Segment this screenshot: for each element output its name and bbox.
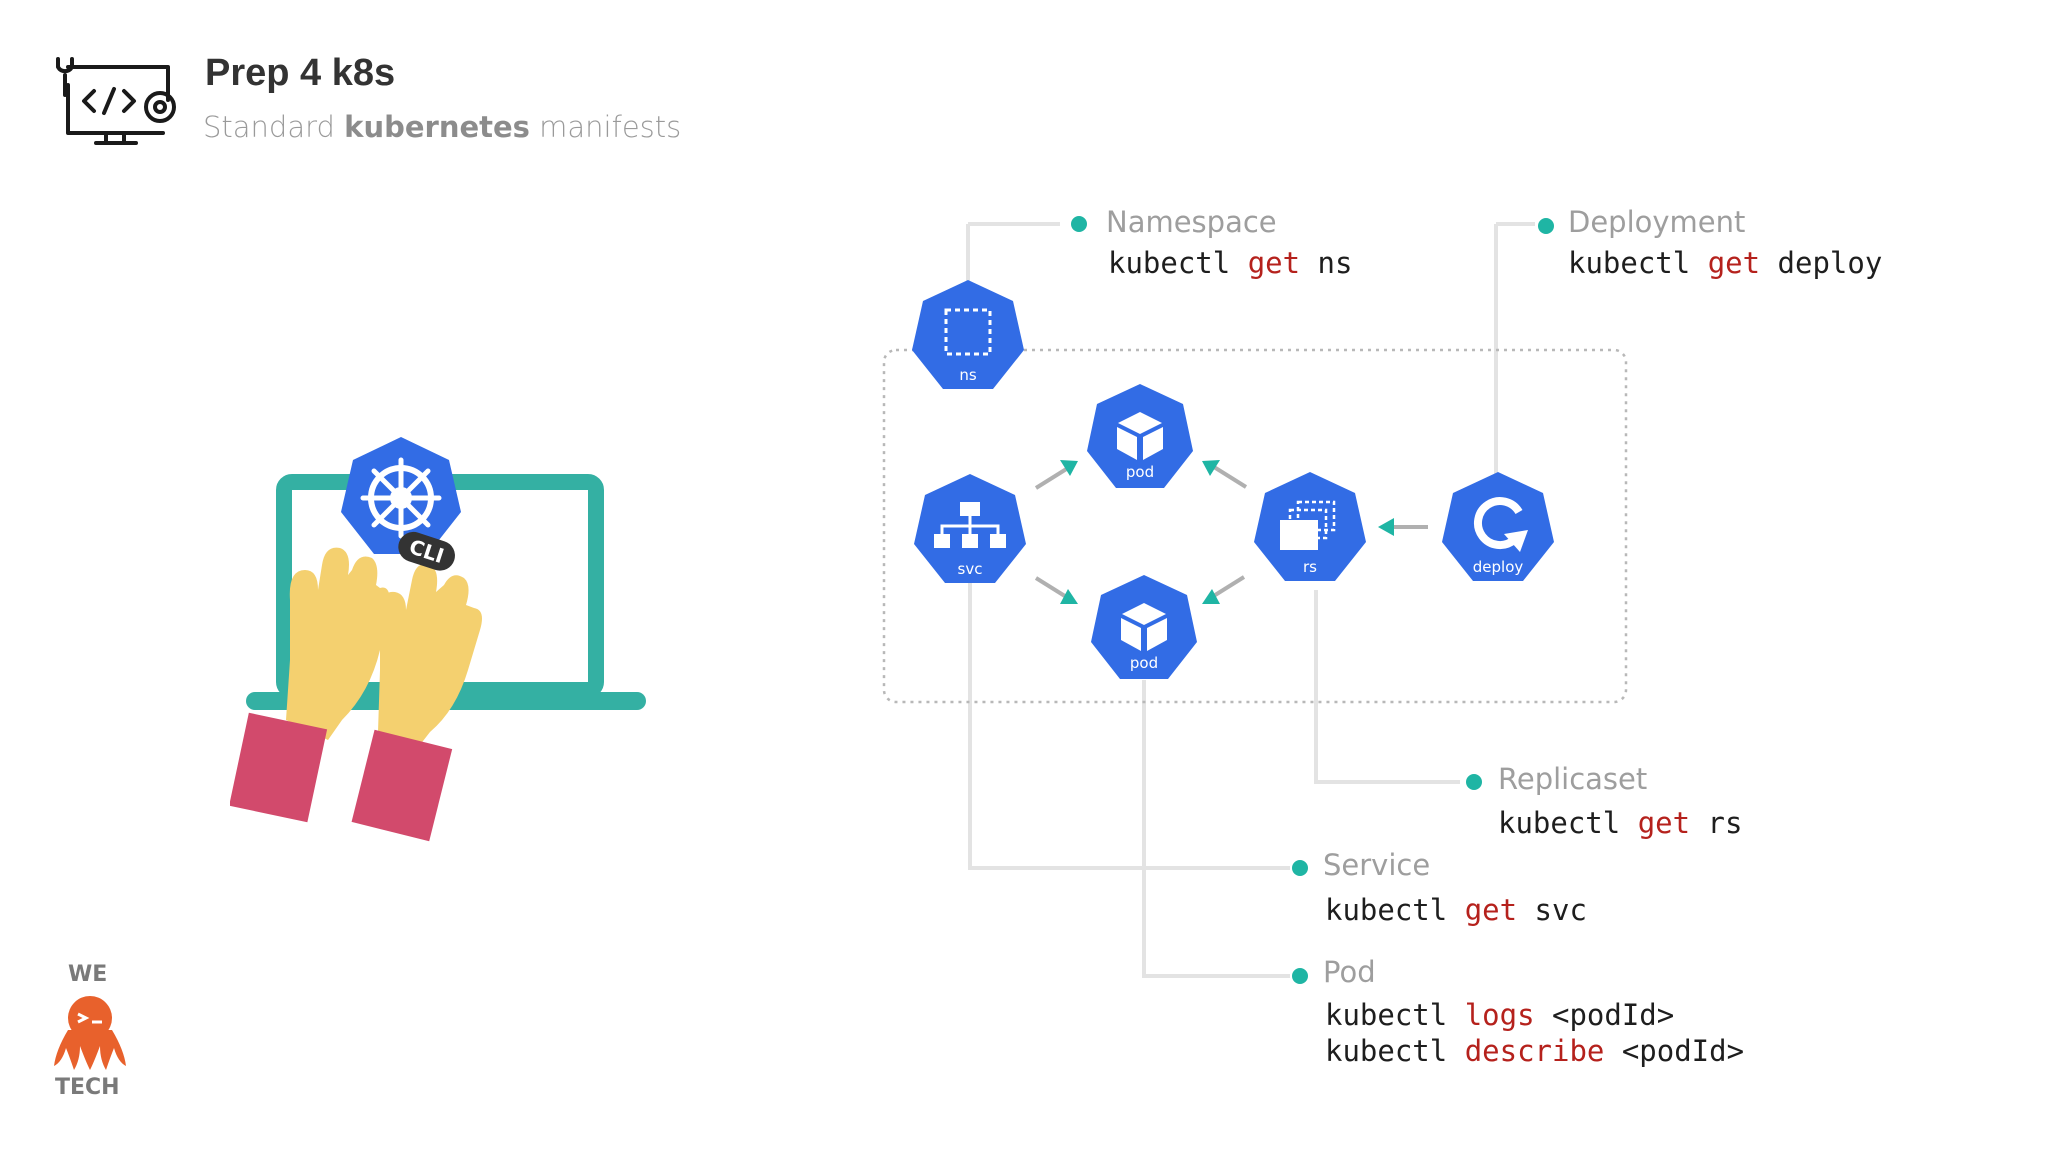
replicaset-icon bbox=[1280, 500, 1336, 550]
arrow-svc-pod-top bbox=[1060, 460, 1078, 476]
service-label: Service bbox=[1323, 848, 1431, 882]
deployment-cycle-icon bbox=[1473, 497, 1528, 552]
service-command: kubectl get svc bbox=[1325, 893, 1587, 927]
service-dot bbox=[1292, 860, 1308, 876]
connector-namespace bbox=[966, 222, 1060, 290]
deployment-dot bbox=[1538, 218, 1554, 234]
pod-cube-icon bbox=[1117, 412, 1163, 460]
pod-dot bbox=[1292, 968, 1308, 984]
arrow-deploy-rs bbox=[1378, 518, 1394, 536]
node-pod-bottom-label: pod bbox=[1130, 654, 1158, 672]
node-rs[interactable]: rs bbox=[1254, 472, 1366, 581]
brand-top-text: WE bbox=[68, 962, 108, 987]
laptop-illustration bbox=[230, 474, 646, 842]
brand-bottom-text: TECH bbox=[55, 1075, 120, 1100]
deployment-label: Deployment bbox=[1568, 205, 1746, 239]
pod-label: Pod bbox=[1323, 955, 1376, 989]
replicaset-dot bbox=[1466, 774, 1482, 790]
dev-tools-monitor-icon bbox=[56, 57, 176, 145]
node-svc-label: svc bbox=[958, 560, 983, 578]
arrow-rs-pod-top bbox=[1202, 460, 1220, 476]
connector-deployment bbox=[1494, 222, 1535, 480]
right-hand bbox=[351, 564, 482, 842]
page-subtitle: Standard kubernetes manifests bbox=[203, 110, 682, 144]
node-deploy[interactable]: deploy bbox=[1442, 472, 1554, 581]
service-hierarchy-icon bbox=[934, 502, 1006, 548]
page-title: Prep 4 k8s bbox=[205, 52, 396, 94]
connector-service bbox=[968, 580, 1290, 870]
arrow-rs-pod-bottom bbox=[1202, 589, 1220, 604]
left-hand bbox=[230, 547, 390, 823]
node-pod-top[interactable]: pod bbox=[1087, 384, 1193, 488]
node-pod-top-label: pod bbox=[1126, 463, 1154, 481]
kubernetes-helm-icon: CLI bbox=[341, 437, 461, 571]
namespace-command: kubectl get ns bbox=[1108, 246, 1353, 280]
node-ns-label: ns bbox=[959, 366, 977, 384]
node-pod-bottom[interactable]: pod bbox=[1091, 575, 1197, 679]
arrow-svc-pod-bottom bbox=[1060, 589, 1078, 604]
namespace-icon bbox=[944, 308, 992, 356]
node-ns[interactable]: ns bbox=[912, 280, 1024, 389]
namespace-label: Namespace bbox=[1106, 205, 1277, 239]
connector-replicaset bbox=[1314, 590, 1460, 784]
node-svc[interactable]: svc bbox=[914, 474, 1026, 583]
pod-describe-command: kubectl describe <podId> bbox=[1325, 1034, 1745, 1068]
replicaset-label: Replicaset bbox=[1498, 762, 1648, 796]
deployment-command: kubectl get deploy bbox=[1568, 246, 1883, 280]
replicaset-command: kubectl get rs bbox=[1498, 806, 1743, 840]
pod-cube-icon bbox=[1121, 603, 1167, 651]
node-deploy-label: deploy bbox=[1473, 558, 1524, 576]
pod-logs-command: kubectl logs <podId> bbox=[1325, 998, 1675, 1032]
node-rs-label: rs bbox=[1303, 558, 1317, 576]
octopus-logo-icon bbox=[54, 996, 126, 1070]
namespace-dot bbox=[1071, 216, 1087, 232]
connector-pod bbox=[1142, 680, 1290, 978]
namespace-boundary bbox=[882, 348, 1628, 704]
